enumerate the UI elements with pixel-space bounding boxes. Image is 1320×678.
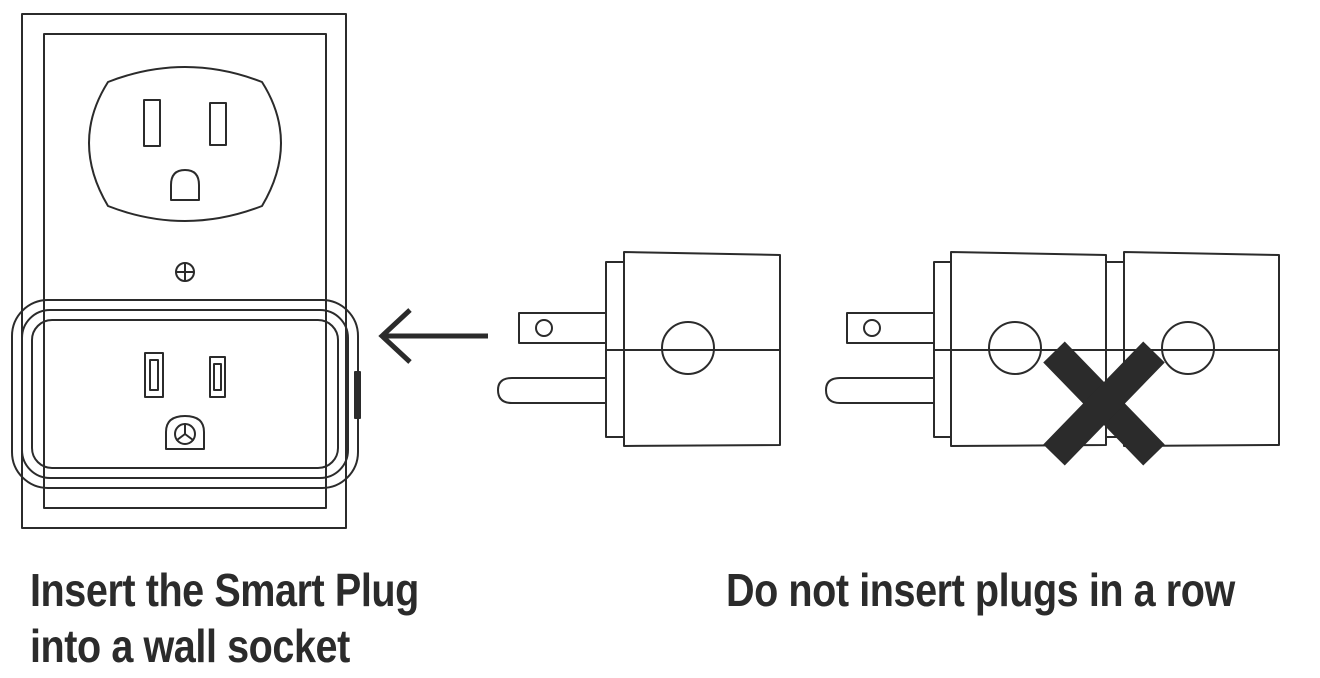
outlet-slot-right: [209, 102, 227, 146]
plug-ground-hole: [165, 415, 205, 450]
screw-icon: [175, 262, 195, 282]
cross-x-icon: [1043, 341, 1165, 466]
outlet-ground-hole: [170, 169, 200, 201]
caption-no-plugs-in-row: Do not insert plugs in a row: [726, 562, 1235, 618]
caption-right-line-1: Do not insert plugs in a row: [726, 564, 1235, 616]
caption-left-line-1: Insert the Smart Plug: [30, 564, 419, 616]
plugs-in-a-row: [825, 251, 1280, 447]
arrow-left-icon: [378, 308, 488, 364]
caption-insert-into-wall: Insert the Smart Plug into a wall socket: [30, 562, 419, 674]
wall-outlet: [88, 66, 282, 222]
plug-slot-left: [144, 352, 164, 398]
plug-slot-right: [209, 356, 226, 398]
caption-left-line-2: into a wall socket: [30, 620, 350, 672]
smart-plug-front: [11, 299, 361, 489]
wall-plate: [21, 13, 347, 529]
smart-plug-side: [497, 251, 781, 447]
outlet-slot-left: [143, 99, 161, 147]
